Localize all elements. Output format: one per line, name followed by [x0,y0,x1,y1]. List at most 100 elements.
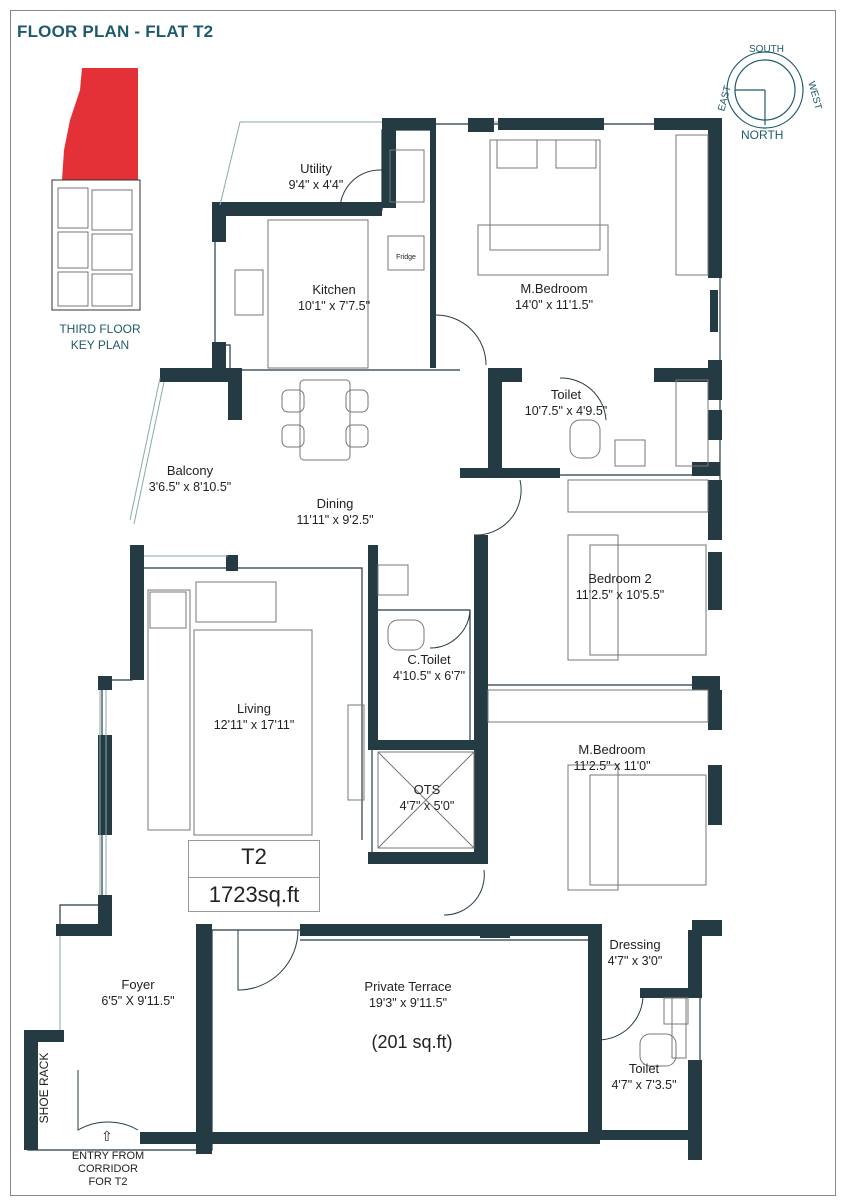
fridge-label: Fridge [396,254,416,261]
room-common-toilet: C.Toilet 4'10.5" x 6'7" [393,652,465,684]
room-dim: 11'11" x 9'2.5" [296,513,374,527]
living-room-line [142,567,363,840]
bed-1-pillow-1 [496,139,538,169]
sofa-back [195,581,277,623]
bed-1 [489,139,601,251]
key-plan-caption: THIRD FLOOR KEY PLAN [30,321,170,353]
bed-2 [589,544,707,656]
room-name: Bedroom 2 [588,571,652,586]
wall-block-17 [212,202,382,216]
room-master-bedroom-1: M.Bedroom 14'0" x 11'1.5" [515,281,593,313]
ctoilet-wc [387,619,425,651]
wall-block-8 [708,410,722,440]
room-dim: 19'3" x 9'11.5" [368,996,448,1010]
room-name: Kitchen [312,282,356,297]
sofa [147,589,191,831]
chair-4 [345,424,369,448]
toilet1-wc [569,419,601,459]
room-dim: 6'5" X 9'11.5" [101,994,175,1008]
wall-block-49 [368,740,478,750]
ots-diag-2 [377,751,475,849]
wardrobe-4 [487,689,709,723]
room-dim: 3'6.5" x 8'10.5" [148,480,232,494]
key-plan-line-1: THIRD FLOOR [59,322,141,336]
wall-block-29 [56,924,112,936]
room-toilet-2: Toilet 4'7" x 7'3.5" [611,1061,676,1093]
compass-outer [726,51,804,129]
chair-3 [345,389,369,413]
kitchen-counter [267,219,369,369]
entry-label: ENTRY FROM CORRIDOR FOR T2 [72,1150,144,1189]
door-entry [77,1070,139,1131]
wall-block-43 [654,368,694,382]
ots-shaft [377,751,475,849]
wall-block-45 [460,468,560,478]
room-dim: 10'7.5" x 4'9.5" [524,404,608,418]
wall-block-9 [692,368,720,382]
armchair-1 [149,591,187,629]
wall-block-34 [140,1132,600,1144]
t2-wardrobe [671,997,687,1059]
wall-block-15 [708,765,722,825]
wall-block-6 [710,290,718,332]
utility-rail-2 [219,121,241,206]
room-dim: 4'10.5" x 6'7" [392,669,466,683]
door-mbed2 [443,869,485,916]
wall-block-27 [98,735,112,835]
entry-line-1: ENTRY FROM [71,1150,145,1162]
outer-wall-north [432,123,721,510]
room-living: Living 12'11" x 17'11" [214,701,295,733]
room-name: OTS [413,782,441,797]
entry-line-3: FOR T2 [88,1176,128,1188]
wall-block-19 [382,118,396,208]
entry-arrow-icon: ⇧ [101,1128,113,1144]
door-bed2 [473,479,522,536]
room-bedroom-2: Bedroom 2 11'2.5" x 10'5.5" [576,571,664,603]
drawing-frame [10,10,836,1196]
wall-block-32 [480,924,510,938]
chair-1 [281,389,305,413]
wall-block-10 [692,462,720,476]
wall-block-30 [196,924,212,1154]
wall-block-23 [228,368,242,420]
balcony-rail [129,377,161,521]
terrace-area: (201 sq.ft) [371,1032,453,1052]
room-balcony: Balcony 3'6.5" x 8'10.5" [149,463,231,495]
key-plan-line-2: KEY PLAN [70,338,130,352]
kitchen-west-wall [214,210,460,371]
room-foyer: Foyer 6'5" X 9'11.5" [101,977,174,1009]
room-name: C.Toilet [407,652,451,667]
wall-block-25 [130,545,144,680]
room-dim: 11'2.5" x 11'0" [573,759,651,773]
room-kitchen: Kitchen 10'1" x 7'7.5" [298,282,370,314]
living-rug [193,629,313,836]
room-name: Toilet [550,387,582,402]
wall-block-18 [212,202,226,242]
room-name: M.Bedroom [578,742,646,757]
room-name: Foyer [121,977,155,992]
wall-block-48 [368,545,378,745]
door-toilet1 [559,377,607,421]
room-dim: 9'4" x 4'4" [288,178,344,192]
bed-1-pillow-2 [555,139,597,169]
shoe-rack-label: SHOE RACK [37,1052,51,1124]
wall-block-21 [212,342,226,372]
wall-block-14 [708,690,722,730]
living-west-wall [59,548,133,935]
toilet1-basin [614,439,646,467]
room-dim: 4'7" x 5'0" [399,799,455,813]
unit-name: T2 [241,844,267,869]
glazing-lines [59,121,498,1030]
page-title: FLOOR PLAN - FLAT T2 [17,22,214,41]
room-utility: Utility 9'4" x 4'4" [289,161,344,193]
ctoilet-basin [377,564,409,596]
wall-block-2 [498,118,604,130]
toilet2-wc [639,1033,677,1067]
door-bedroom1 [435,314,487,366]
key-plan [51,68,141,311]
room-master-bedroom-2: M.Bedroom 11'2.5" x 11'0" [573,742,650,774]
key-plan-lower [51,179,141,311]
room-dim: 14'0" x 11'1.5" [514,298,594,312]
room-name: Utility [300,161,332,176]
